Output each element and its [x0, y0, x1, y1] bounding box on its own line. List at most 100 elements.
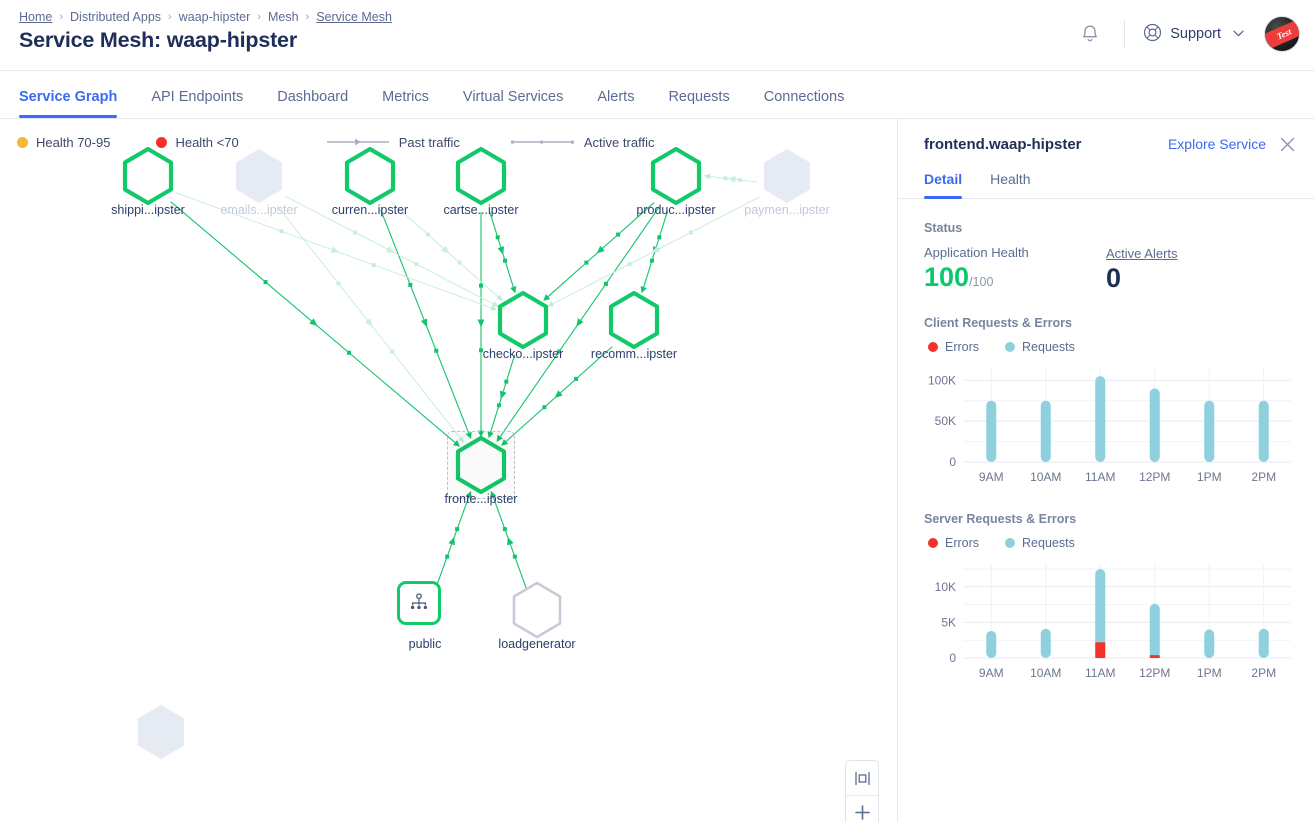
- avatar-ribbon-label: Test: [1265, 17, 1299, 51]
- main-tabs: Service Graph API Endpoints Dashboard Metri…: [0, 71, 1314, 119]
- chart-legend-item-errors[interactable]: Errors: [928, 536, 979, 550]
- application-health-stat: Application Health 100/100: [924, 245, 1106, 294]
- legend-item-health-70-95: Health 70-95: [17, 135, 110, 150]
- detail-tab-health[interactable]: Health: [990, 171, 1031, 187]
- graph-node-payment[interactable]: paymen...ipster: [744, 147, 830, 217]
- bar-requests[interactable]: [1095, 569, 1106, 659]
- detail-panel-title: frontend.waap-hipster: [924, 135, 1082, 153]
- breadcrumb-item-waap-hipster: waap-hipster: [178, 10, 251, 24]
- node-label: loadgenerator: [498, 637, 576, 651]
- tab-requests[interactable]: Requests: [668, 89, 730, 105]
- x-axis-tick-label: 10AM: [1030, 470, 1061, 484]
- edge-direction-arrow: [651, 246, 661, 253]
- graph-node-recommend[interactable]: recomm...ipster: [591, 291, 677, 361]
- node-hexagon: [231, 147, 287, 205]
- client-chart-title: Client Requests & Errors: [924, 316, 1072, 331]
- edge-traffic-dot: [584, 260, 589, 265]
- graph-node-currency[interactable]: curren...ipster: [332, 147, 408, 217]
- x-axis-tick-label: 12PM: [1139, 470, 1170, 484]
- tab-metrics[interactable]: Metrics: [382, 89, 429, 105]
- bar-requests[interactable]: [1095, 376, 1106, 463]
- zoom-in-button[interactable]: [846, 795, 878, 822]
- node-hexagon: [453, 147, 509, 205]
- bar-requests[interactable]: [1258, 628, 1269, 659]
- graph-node-frontend[interactable]: fronte...ipster: [445, 431, 517, 506]
- close-icon[interactable]: [1276, 133, 1298, 155]
- node-label: produc...ipster: [636, 203, 716, 217]
- node-hexagon: [495, 291, 551, 349]
- bar-requests[interactable]: [1040, 400, 1051, 463]
- tab-connections[interactable]: Connections: [763, 89, 845, 105]
- edge-direction-arrow: [309, 318, 318, 327]
- public-node-box: [397, 581, 441, 625]
- node-hexagon: [342, 147, 398, 205]
- breadcrumb-separator: ›: [257, 11, 261, 23]
- bar-requests[interactable]: [1204, 629, 1215, 659]
- graph-node-unlabeled[interactable]: [133, 703, 189, 761]
- bar-requests[interactable]: [986, 630, 997, 659]
- tab-api-endpoints[interactable]: API Endpoints: [151, 89, 244, 105]
- edge-direction-arrow: [385, 246, 395, 253]
- edge-traffic-dot: [495, 235, 500, 240]
- chart-legend-swatch: [1005, 342, 1016, 353]
- explore-service-link[interactable]: Explore Service: [1167, 136, 1266, 152]
- chart-legend-item-requests[interactable]: Requests: [1005, 340, 1075, 354]
- service-graph-canvas[interactable]: shippi...ipster emails...ipster curren...i…: [0, 147, 897, 822]
- graph-node-shipping[interactable]: shippi...ipster: [111, 147, 185, 217]
- graph-edges: [170, 173, 761, 589]
- chart-legend-swatch: [928, 538, 938, 549]
- active-alerts-label[interactable]: Active Alerts: [1106, 246, 1178, 261]
- tab-alerts[interactable]: Alerts: [597, 89, 635, 105]
- graph-node-loadgen[interactable]: loadgenerator: [498, 581, 576, 651]
- bar-requests[interactable]: [1149, 388, 1160, 463]
- graph-node-product[interactable]: produc...ipster: [636, 147, 716, 217]
- graph-node-public[interactable]: public: [397, 581, 453, 651]
- breadcrumb-item-home[interactable]: Home: [19, 10, 53, 24]
- bar-requests[interactable]: [1258, 400, 1269, 463]
- support-button[interactable]: Support: [1139, 17, 1248, 52]
- bar-errors[interactable]: [1149, 655, 1160, 659]
- client-chart-legend: Errors Requests: [928, 340, 1288, 354]
- edge-traffic-dot: [425, 232, 430, 237]
- edge-traffic-dot: [512, 554, 517, 559]
- detail-tab-detail[interactable]: Detail: [924, 171, 963, 199]
- avatar[interactable]: Test: [1264, 16, 1300, 52]
- breadcrumb-item-service-mesh[interactable]: Service Mesh: [316, 10, 392, 24]
- tab-service-graph[interactable]: Service Graph: [19, 89, 135, 118]
- edge-traffic-dot: [657, 235, 662, 240]
- topology-icon: [410, 593, 428, 610]
- graph-zoom-controls: [845, 760, 879, 822]
- graph-node-checkout[interactable]: checko...ipster: [483, 291, 563, 361]
- bar-requests[interactable]: [1204, 400, 1215, 463]
- bar-errors[interactable]: [1095, 642, 1106, 659]
- tab-dashboard[interactable]: Dashboard: [277, 89, 349, 105]
- node-hexagon: [509, 581, 565, 639]
- bar-requests[interactable]: [1040, 628, 1051, 659]
- application-health-max: /100: [969, 275, 994, 289]
- edge-traffic-dot: [445, 554, 450, 559]
- x-axis-tick-label: 10AM: [1030, 666, 1061, 680]
- chart-legend-item-requests[interactable]: Requests: [1005, 536, 1075, 550]
- x-axis-tick-label: 2PM: [1251, 666, 1276, 680]
- breadcrumb: Home›Distributed Apps›waap-hipster›Mesh›…: [19, 10, 392, 24]
- breadcrumb-separator: ›: [168, 11, 172, 23]
- fit-to-screen-button[interactable]: [846, 761, 878, 795]
- bar-requests[interactable]: [1149, 603, 1160, 659]
- active-alerts-value: 0: [1106, 263, 1122, 293]
- chart-legend-item-errors[interactable]: Errors: [928, 340, 979, 354]
- lifebuoy-icon: [1143, 23, 1162, 46]
- bar-requests[interactable]: [986, 400, 997, 463]
- server-chart-legend: Errors Requests: [928, 536, 1288, 550]
- graph-node-emails[interactable]: emails...ipster: [220, 147, 298, 217]
- edge-direction-arrow: [497, 246, 505, 255]
- chart-legend-swatch: [1005, 538, 1016, 549]
- legend-label: Health 70-95: [36, 134, 111, 150]
- graph-node-cartservice[interactable]: cartse...ipster: [443, 147, 519, 217]
- tab-virtual-services[interactable]: Virtual Services: [462, 89, 564, 105]
- notification-bell-icon[interactable]: [1070, 14, 1110, 54]
